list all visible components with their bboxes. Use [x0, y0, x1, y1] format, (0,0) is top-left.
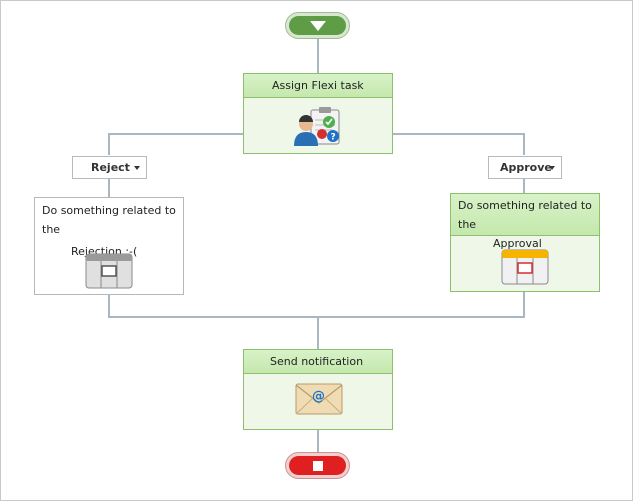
activity-panel-icon: [501, 249, 549, 285]
assign-task-node[interactable]: Assign Flexi task ?: [243, 73, 393, 154]
reject-label: Reject: [91, 161, 130, 174]
play-down-icon: [309, 20, 326, 31]
connector-reject-box-down: [108, 294, 110, 317]
reject-outcome-dropdown[interactable]: Reject: [72, 156, 147, 179]
connector-task-left: [108, 133, 244, 135]
email-envelope-icon: @: [295, 383, 343, 415]
connector-notify-end: [317, 429, 319, 452]
connector-left-down: [108, 133, 110, 155]
reject-activity-text: Do something related to the Rejection :-…: [42, 201, 183, 261]
connector-right-down: [523, 133, 525, 155]
start-inner: [289, 16, 346, 35]
approve-activity-node[interactable]: Do something related to the Approval: [450, 193, 600, 292]
connector-approve-dd-box: [523, 179, 525, 194]
assign-task-title: Assign Flexi task: [272, 79, 364, 92]
send-notification-title: Send notification: [270, 355, 364, 368]
assign-task-header: Assign Flexi task: [244, 74, 392, 98]
approve-text-line2: Approval: [493, 237, 542, 250]
connector-task-right: [392, 133, 525, 135]
connector-merge-notify: [317, 316, 319, 349]
approve-label: Approve: [500, 161, 552, 174]
send-notification-node[interactable]: Send notification @: [243, 349, 393, 430]
approve-text-line1: Do something related to the: [458, 199, 592, 231]
stop-icon: [312, 460, 323, 471]
send-notification-header: Send notification: [244, 350, 392, 374]
end-node[interactable]: [285, 452, 350, 479]
activity-panel-icon: [85, 253, 133, 289]
chevron-down-icon: [134, 166, 140, 170]
reject-activity-node[interactable]: Do something related to the Rejection :-…: [34, 197, 184, 295]
approve-activity-text: Do something related to the Approval: [451, 194, 599, 250]
connector-approve-box-down: [523, 291, 525, 317]
connector-start-task: [317, 39, 319, 73]
connector-reject-dd-box: [108, 179, 110, 198]
chevron-down-icon: [549, 166, 555, 170]
start-node[interactable]: [285, 12, 350, 39]
end-inner: [289, 456, 346, 475]
connector-merge: [108, 316, 525, 318]
reject-text-line1: Do something related to the: [42, 204, 176, 236]
approve-outcome-dropdown[interactable]: Approve: [488, 156, 562, 179]
svg-text:@: @: [312, 389, 325, 404]
svg-text:?: ?: [331, 133, 336, 143]
clipboard-user-task-icon: ?: [294, 107, 340, 146]
